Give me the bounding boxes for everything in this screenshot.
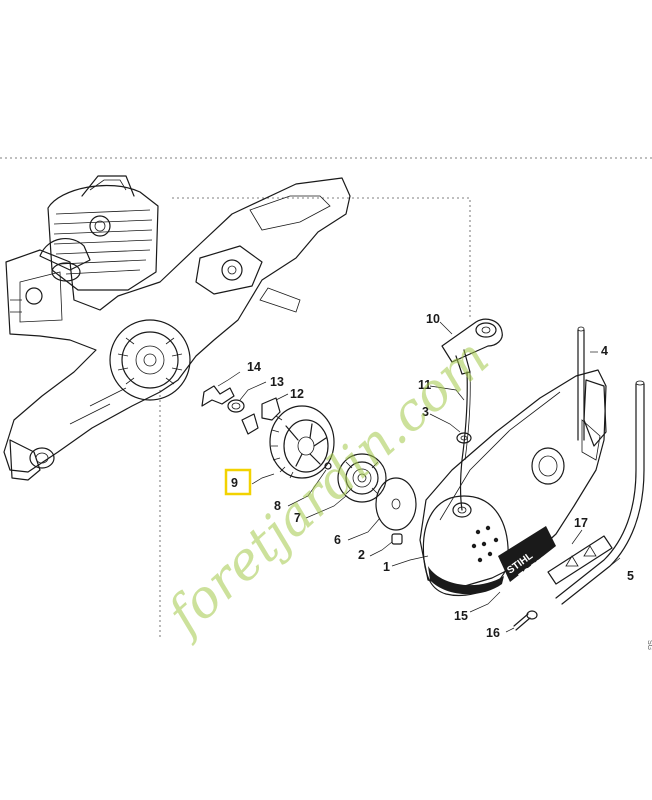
part-2-screw: [391, 533, 403, 545]
part-10-start-grip: [441, 318, 503, 375]
part-8-screw: [324, 462, 332, 470]
part-6-disc: [375, 477, 417, 531]
part-16-screw: [513, 610, 538, 631]
label-part-4: 4: [601, 344, 608, 358]
part-14-spring-clip: [201, 385, 235, 407]
label-part-11: 11: [418, 378, 431, 392]
part-12-pawl: [241, 397, 281, 435]
group-frame: [172, 197, 471, 318]
part-13-washer: [227, 399, 245, 413]
flywheel: [109, 319, 191, 401]
part-9-rope-rotor: [269, 405, 335, 479]
label-part-14: 14: [247, 360, 261, 374]
label-part-12: 12: [290, 387, 304, 401]
leader-lines: [217, 321, 621, 633]
label-part-5: 5: [627, 569, 634, 583]
label-part-10: 10: [426, 312, 440, 326]
highlight-box: [224, 468, 252, 496]
label-part-1: 1: [383, 560, 390, 574]
label-part-2: 2: [358, 548, 365, 562]
label-part-16: 16: [486, 626, 500, 640]
label-part-3: 3: [422, 405, 429, 419]
part-3-bushing: [456, 432, 472, 444]
part-17-warning-label: [547, 535, 613, 585]
engine-housing: [3, 175, 351, 481]
part-11-rope: [459, 371, 468, 511]
label-part-7: 7: [294, 511, 301, 525]
vent-holes: [471, 525, 499, 563]
watermark: foretjardin.com: [154, 328, 501, 649]
label-part-17: 17: [574, 516, 588, 530]
part-labels: 14 13 12 9 8 7 6 2 1 10 11 3 4 17 5 15 1…: [231, 312, 634, 640]
label-part-13: 13: [270, 375, 284, 389]
cover-dark-band: [428, 566, 504, 595]
label-part-8: 8: [274, 499, 281, 513]
side-code: SG: [646, 640, 652, 650]
part-15-brand-label: STIHL TS 700: [471, 525, 556, 582]
label-part-6: 6: [334, 533, 341, 547]
part-4-rod: [577, 326, 585, 441]
label-part-15: 15: [454, 609, 468, 623]
label-part-9: 9: [231, 476, 238, 490]
cylinder: [47, 175, 159, 291]
part-7-spring: [337, 453, 387, 503]
part-5-tube: [555, 380, 645, 605]
